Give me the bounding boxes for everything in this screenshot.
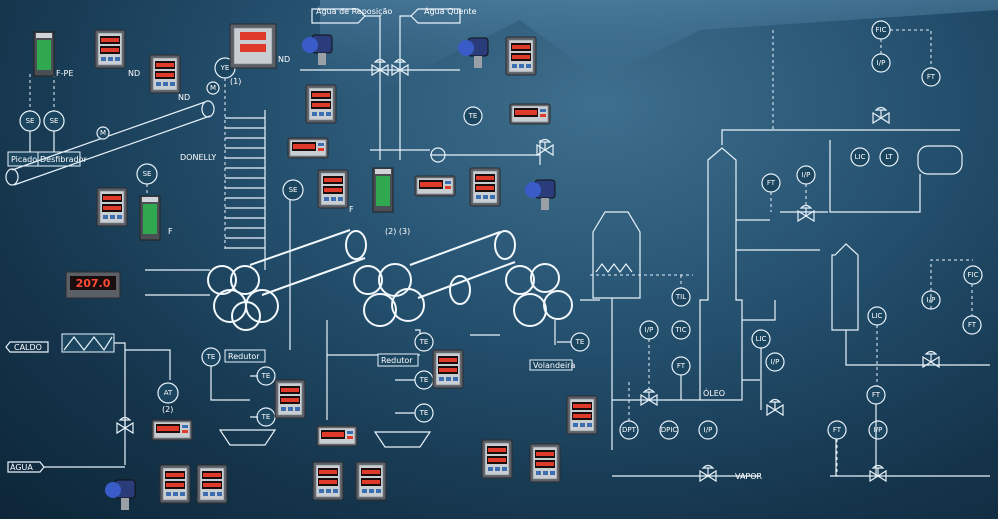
svg-text:FT: FT: [872, 391, 881, 399]
agua-quente-label: Água Quente: [424, 5, 477, 16]
svg-text:FT: FT: [833, 426, 842, 434]
svg-text:YE: YE: [220, 64, 230, 72]
svg-text:ÓLEO: ÓLEO: [703, 387, 725, 398]
juice-water-section: CALDO AT (2) ÁGUA: [5, 333, 228, 511]
svg-text:TE: TE: [419, 409, 429, 417]
svg-text:FIC: FIC: [968, 271, 979, 279]
svg-text:F: F: [168, 227, 173, 236]
svg-text:VAPOR: VAPOR: [735, 472, 763, 481]
mill-instruments: Redutor Redutor Volandeira TE TE TE TE T…: [201, 332, 598, 501]
svg-text:TE: TE: [206, 353, 216, 361]
svg-text:(2): (2): [162, 405, 173, 414]
svg-text:I/P: I/P: [704, 426, 713, 434]
agua-label: ÁGUA: [10, 461, 33, 472]
mountain-backdrop: [320, 0, 998, 120]
svg-text:I/P: I/P: [771, 358, 780, 366]
left-instruments: F-PE ND ND ND F 207.0: [33, 23, 290, 299]
desfibrador-label: Desfibrador: [40, 155, 88, 164]
redutor-label-2: Redutor: [381, 356, 413, 365]
svg-text:(1): (1): [230, 77, 241, 86]
svg-text:TIC: TIC: [674, 326, 686, 334]
svg-text:SE: SE: [26, 117, 35, 125]
panel-display-main: 207.0: [65, 271, 121, 299]
boiler-section: FIC FT I/P LIC LT FT I/P FIC FT I/P LIC …: [590, 20, 990, 482]
cane-preparation: SE SE Picador Desfibrador M M SE SE DONE…: [5, 57, 304, 255]
svg-text:FIC: FIC: [876, 26, 887, 34]
water-makeup-section: Água de Reposição Água Quente TE (2) (3)…: [287, 5, 556, 236]
volandeira-label: Volandeira: [533, 361, 575, 370]
agua-reposicao-label: Água de Reposição: [316, 5, 392, 16]
svg-text:M: M: [210, 84, 216, 92]
svg-text:FT: FT: [677, 362, 686, 370]
svg-text:I/P: I/P: [645, 326, 654, 334]
donelly-label: DONELLY: [180, 153, 216, 162]
svg-text:FT: FT: [927, 73, 936, 81]
svg-text:TE: TE: [575, 338, 585, 346]
svg-text:TE: TE: [419, 376, 429, 384]
svg-text:LIC: LIC: [855, 153, 866, 161]
svg-text:DPIC: DPIC: [661, 426, 678, 434]
svg-text:LIC: LIC: [872, 312, 883, 320]
svg-text:TE: TE: [419, 338, 429, 346]
svg-text:FT: FT: [968, 321, 977, 329]
svg-text:SE: SE: [143, 170, 152, 178]
svg-text:TIL: TIL: [675, 293, 686, 301]
svg-text:207.0: 207.0: [76, 277, 111, 290]
svg-text:SE: SE: [289, 186, 298, 194]
redutor-label-1: Redutor: [228, 352, 260, 361]
svg-text:ND: ND: [278, 55, 290, 64]
mill-tandem: [145, 200, 600, 420]
svg-text:DPT: DPT: [622, 426, 637, 434]
svg-text:AT: AT: [164, 389, 173, 397]
svg-text:LT: LT: [885, 153, 893, 161]
svg-text:LIC: LIC: [756, 335, 767, 343]
svg-text:I/P: I/P: [802, 171, 811, 179]
svg-text:F: F: [349, 205, 354, 214]
svg-text:TE: TE: [261, 413, 271, 421]
svg-text:I/P: I/P: [874, 426, 883, 434]
svg-text:TE: TE: [261, 372, 271, 380]
caldo-label: CALDO: [14, 343, 42, 352]
svg-text:ND: ND: [128, 69, 140, 78]
svg-text:ND: ND: [178, 93, 190, 102]
picador-label: Picador: [11, 155, 41, 164]
svg-text:(2) (3): (2) (3): [385, 227, 410, 236]
svg-text:FT: FT: [767, 179, 776, 187]
svg-text:TE: TE: [468, 112, 478, 120]
svg-text:M: M: [100, 129, 106, 137]
svg-text:F-PE: F-PE: [56, 69, 73, 78]
svg-text:I/P: I/P: [877, 59, 886, 67]
svg-text:SE: SE: [50, 117, 59, 125]
